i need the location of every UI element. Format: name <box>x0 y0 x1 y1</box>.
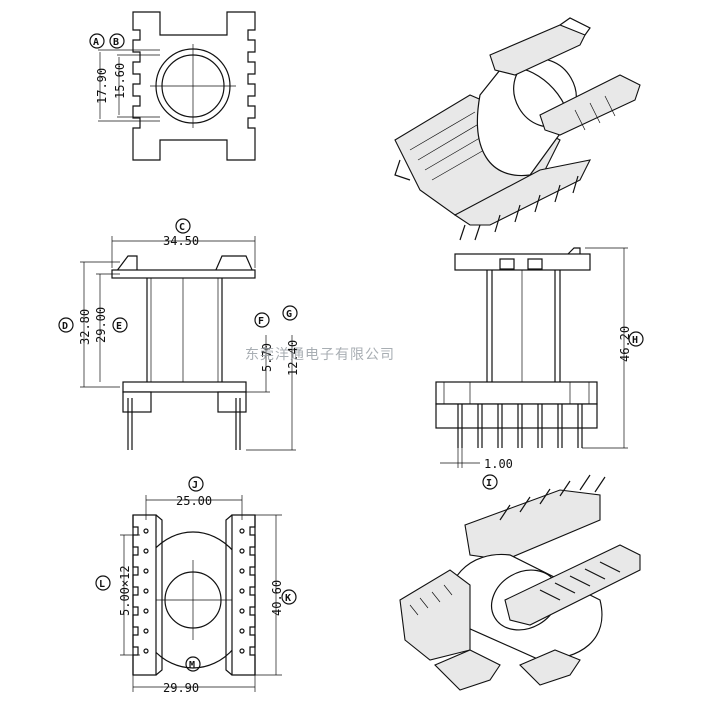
dim-15-60: 15.60 <box>113 63 127 99</box>
company-watermark: 东莞洋通电子有限公司 <box>245 347 395 363</box>
front-elevation-view: 46.20 H 1.00 I <box>435 247 644 490</box>
callout-b: B <box>113 37 119 48</box>
callout-h: H <box>632 335 638 346</box>
dim-32-80: 32.80 <box>78 309 92 345</box>
callout-k: K <box>285 593 291 604</box>
callout-e: E <box>116 321 122 332</box>
dim-46-20: 46.20 <box>618 326 632 362</box>
callout-m: M <box>189 660 195 671</box>
dim-40-60: 40.60 <box>270 580 284 616</box>
callout-l: L <box>99 579 105 590</box>
dim-25-00: 25.00 <box>176 494 212 508</box>
dim-29-00: 29.00 <box>94 307 108 343</box>
callout-g: G <box>286 309 292 320</box>
callout-j: J <box>192 480 198 491</box>
dim-1-00: 1.00 <box>484 457 513 471</box>
dim-29-90: 29.90 <box>163 681 199 695</box>
dim-17-90: 17.90 <box>95 68 109 104</box>
dim-5-70: 5.70 <box>260 343 274 372</box>
front-view: 17.90 15.60 A B <box>89 11 256 161</box>
isometric-view-bottom <box>399 474 641 691</box>
pin-row <box>457 404 583 448</box>
callout-f: F <box>258 316 264 327</box>
dim-34-50: 34.50 <box>163 234 199 248</box>
pin-holes-left <box>143 528 149 654</box>
callout-a: A <box>93 37 99 48</box>
dim-5-00x12: 5.00×12 <box>118 565 132 616</box>
callout-c: C <box>179 222 185 233</box>
callout-d: D <box>62 321 68 332</box>
isometric-view-top <box>394 17 641 241</box>
pin-holes-right <box>239 528 245 654</box>
bottom-view: 25.00 J 5.00×12 L 40.60 K 29.90 M <box>95 476 297 695</box>
dim-12-40: 12.40 <box>286 340 300 376</box>
callout-i: I <box>486 478 492 489</box>
side-view: 34.50 C 32.80 D 29.00 E 5.70 F 12.40 G <box>58 218 300 451</box>
